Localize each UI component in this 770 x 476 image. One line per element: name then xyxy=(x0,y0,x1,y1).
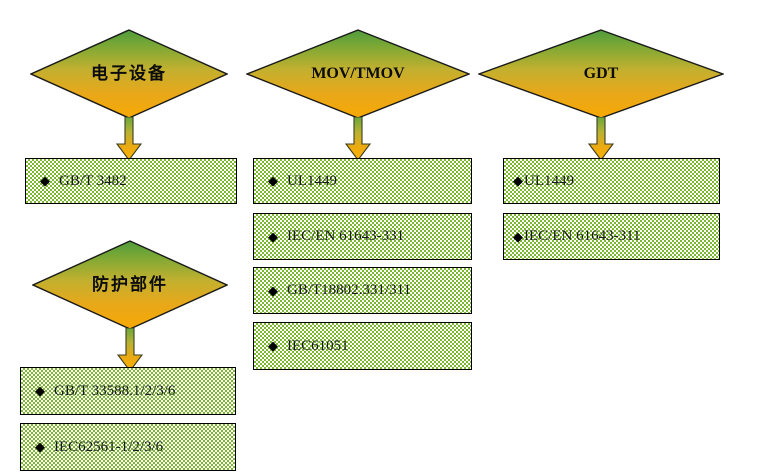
standard-label: IEC62561-1/2/3/6 xyxy=(54,438,164,455)
standard-label: IEC/EN 61643-331 xyxy=(287,228,405,244)
block-arrow-down-icon xyxy=(345,117,371,161)
decision-node-label: GDT xyxy=(583,65,619,82)
standard-label: UL1449 xyxy=(287,172,337,189)
standard-box[interactable]: ◆ IEC61051 xyxy=(253,322,472,370)
standard-box[interactable]: ◆ UL1449 xyxy=(503,158,720,204)
decision-node-mov-tmov[interactable]: MOV/TMOV xyxy=(246,29,470,119)
bullet-diamond-icon: ◆ xyxy=(268,338,278,353)
bullet-diamond-icon: ◆ xyxy=(268,228,278,244)
decision-node-gdt[interactable]: GDT xyxy=(478,29,724,119)
connector-arrow-gdt xyxy=(588,117,614,161)
bullet-diamond-icon: ◆ xyxy=(268,173,278,188)
bullet-diamond-icon: ◆ xyxy=(35,439,45,454)
decision-node-protection-components[interactable]: 防护部件 xyxy=(32,240,228,330)
bullet-diamond-icon: ◆ xyxy=(40,173,50,188)
standard-box[interactable]: ◆ IEC/EN 61643-331 xyxy=(253,213,472,260)
bullet-diamond-icon: ◆ xyxy=(513,173,523,188)
standard-box[interactable]: ◆ UL1449 xyxy=(253,158,472,204)
bullet-diamond-icon: ◆ xyxy=(513,228,523,244)
decision-node-label: 电子设备 xyxy=(91,63,167,84)
block-arrow-down-icon xyxy=(117,328,143,372)
standard-label: IEC61051 xyxy=(287,337,349,354)
standard-label: GB/T18802.331/311 xyxy=(287,282,412,298)
connector-arrow-electronic-equipment xyxy=(116,117,142,161)
standard-box[interactable]: ◆ GB/T 33588.1/2/3/6 xyxy=(20,367,236,415)
standard-label: GB/T 3482 xyxy=(59,172,127,189)
decision-node-electronic-equipment[interactable]: 电子设备 xyxy=(30,29,228,119)
decision-node-label: MOV/TMOV xyxy=(311,65,405,82)
connector-arrow-mov-tmov xyxy=(345,117,371,161)
connector-arrow-protection-components xyxy=(117,328,143,372)
standard-box[interactable]: ◆ GB/T 3482 xyxy=(25,158,237,204)
standard-box[interactable]: ◆ IEC62561-1/2/3/6 xyxy=(20,423,236,471)
block-arrow-down-icon xyxy=(588,117,614,161)
decision-node-label: 防护部件 xyxy=(92,274,168,295)
bullet-diamond-icon: ◆ xyxy=(35,383,45,398)
standard-box[interactable]: ◆ GB/T18802.331/311 xyxy=(253,267,472,314)
standard-label: UL1449 xyxy=(524,172,574,189)
standard-box[interactable]: ◆ IEC/EN 61643-311 xyxy=(503,213,720,260)
block-arrow-down-icon xyxy=(116,117,142,161)
bullet-diamond-icon: ◆ xyxy=(268,282,278,298)
standard-label: IEC/EN 61643-311 xyxy=(524,228,641,244)
standard-label: GB/T 33588.1/2/3/6 xyxy=(54,382,176,399)
